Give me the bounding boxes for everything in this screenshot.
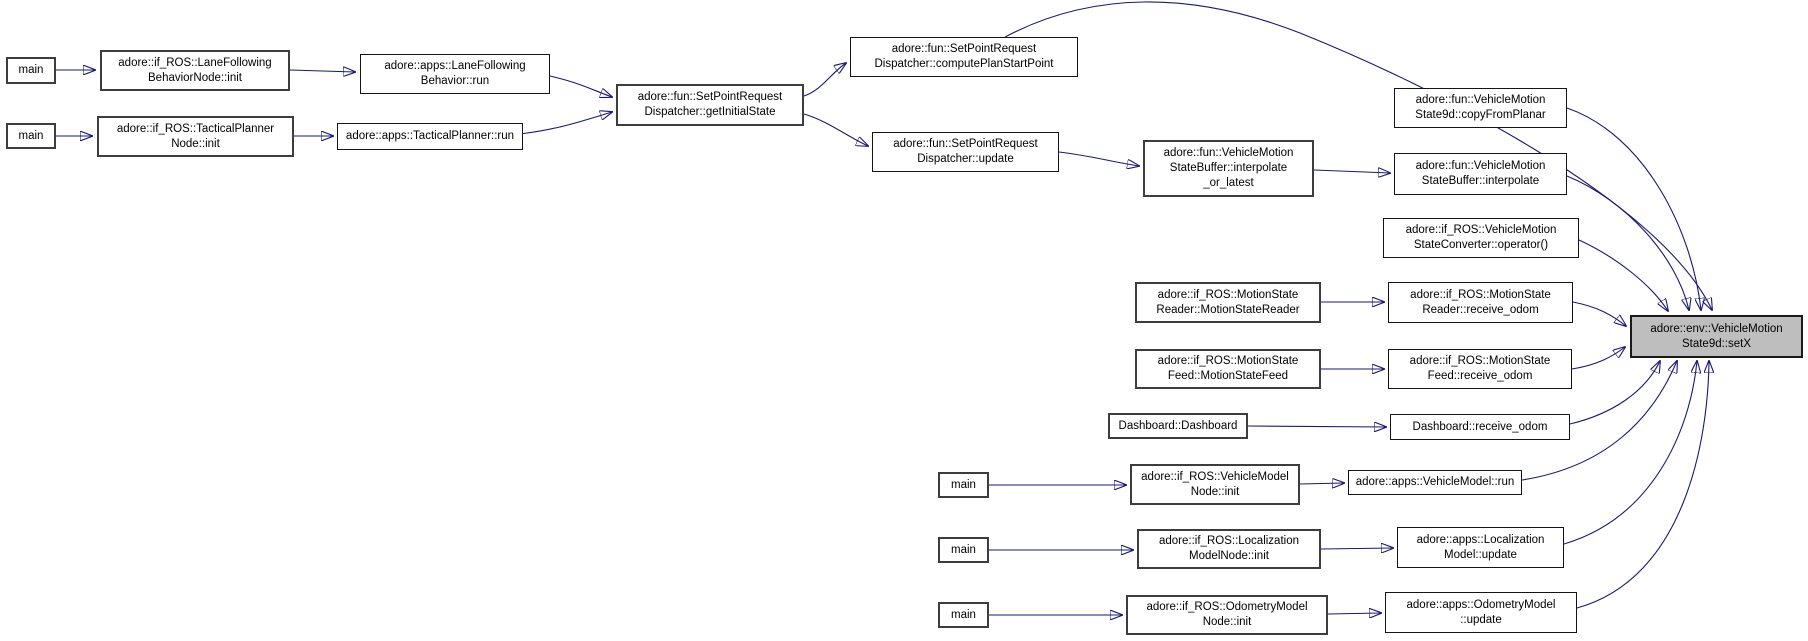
edge-feed-receive-odom-to-setx (1571, 347, 1625, 370)
node-vehiclemodel-node-init[interactable]: adore::if_ROS::VehicleModel Node::init (1130, 464, 1300, 505)
node-dispatcher-update[interactable]: adore::fun::SetPointRequest Dispatcher::… (872, 132, 1059, 172)
edge-odometrymodel-update-to-setx (1576, 361, 1709, 609)
node-main-localization[interactable]: main (938, 537, 989, 563)
edge-reader-receive-odom-to-setx (1572, 301, 1626, 326)
edge-vehiclemodel-init-to-run (1299, 483, 1344, 484)
node-dashboard-receive-odom[interactable]: Dashboard::receive_odom (1390, 414, 1570, 440)
node-getinitialstate[interactable]: adore::fun::SetPointRequest Dispatcher::… (616, 84, 804, 126)
node-motionstatefeed-ctor[interactable]: adore::if_ROS::MotionState Feed::MotionS… (1135, 349, 1321, 389)
node-dashboard-ctor[interactable]: Dashboard::Dashboard (1108, 413, 1248, 439)
node-main-odometry[interactable]: main (938, 602, 989, 628)
edge-interpolate-or-latest-to-interpolate (1313, 170, 1390, 173)
node-main-vehiclemodel[interactable]: main (938, 472, 989, 498)
node-tacticalplanner-run[interactable]: adore::apps::TacticalPlanner::run (337, 123, 523, 150)
node-localizationmodel-node-init[interactable]: adore::if_ROS::Localization ModelNode::i… (1137, 529, 1321, 569)
edge-getinitialstate-to-update (803, 113, 868, 146)
node-lanefollowing-behavior-node-init[interactable]: adore::if_ROS::LaneFollowing BehaviorNod… (100, 50, 290, 91)
node-localizationmodel-update[interactable]: adore::apps::Localization Model::update (1397, 527, 1564, 568)
node-stateconverter-operator[interactable]: adore::if_ROS::VehicleMotion StateConver… (1383, 218, 1579, 258)
edge-copyfromplanar-to-setx (1566, 107, 1701, 310)
node-vehiclemodel-run[interactable]: adore::apps::VehicleModel::run (1348, 470, 1522, 495)
edge-lanefollowing-run-to-getinitialstate (549, 75, 612, 97)
node-setx-highlighted[interactable]: adore::env::VehicleMotion State9d::setX (1630, 315, 1803, 358)
edge-interpolate-to-setx (1566, 175, 1689, 310)
node-motionstatereader-ctor[interactable]: adore::if_ROS::MotionState Reader::Motio… (1135, 282, 1321, 323)
edge-odometry-init-to-update (1327, 613, 1381, 614)
node-copyfromplanar[interactable]: adore::fun::VehicleMotion State9d::copyF… (1394, 88, 1567, 128)
edge-computeplanstartpoint-to-setx (1004, 1, 1712, 310)
edge-localizationmodel-update-to-setx (1563, 361, 1697, 545)
node-computeplanstartpoint[interactable]: adore::fun::SetPointRequest Dispatcher::… (850, 37, 1078, 77)
node-odometrymodel-node-init[interactable]: adore::if_ROS::OdometryModel Node::init (1126, 595, 1328, 635)
node-interpolate[interactable]: adore::fun::VehicleMotion StateBuffer::i… (1394, 153, 1567, 195)
edge-vehiclemodel-run-to-setx (1521, 361, 1677, 481)
edge-getinitialstate-to-computeplanstartpoint (803, 63, 846, 97)
node-reader-receive-odom[interactable]: adore::if_ROS::MotionState Reader::recei… (1388, 282, 1573, 323)
edge-dashboard-receive-odom-to-setx (1569, 361, 1660, 425)
edge-update-to-interpolate-or-latest (1058, 151, 1139, 166)
edge-dashboard-ctor-to-receive-odom (1247, 426, 1386, 427)
edge-tacticalplanner-run-to-getinitialstate (519, 112, 612, 135)
edge-operator-to-setx (1578, 239, 1668, 311)
node-tacticalplanner-node-init[interactable]: adore::if_ROS::TacticalPlanner Node::ini… (97, 116, 294, 157)
node-interpolate-or-latest[interactable]: adore::fun::VehicleMotion StateBuffer::i… (1143, 140, 1314, 197)
edge-localization-init-to-update (1320, 548, 1393, 549)
node-feed-receive-odom[interactable]: adore::if_ROS::MotionState Feed::receive… (1388, 349, 1572, 389)
node-main-tacticalplanner[interactable]: main (6, 123, 56, 149)
node-main-lanefollowing[interactable]: main (6, 57, 56, 84)
edge-lanefollowing-init-to-run (289, 70, 355, 72)
node-odometrymodel-update[interactable]: adore::apps::OdometryModel ::update (1385, 592, 1577, 633)
node-lanefollowing-behavior-run[interactable]: adore::apps::LaneFollowing Behavior::run (360, 54, 550, 94)
